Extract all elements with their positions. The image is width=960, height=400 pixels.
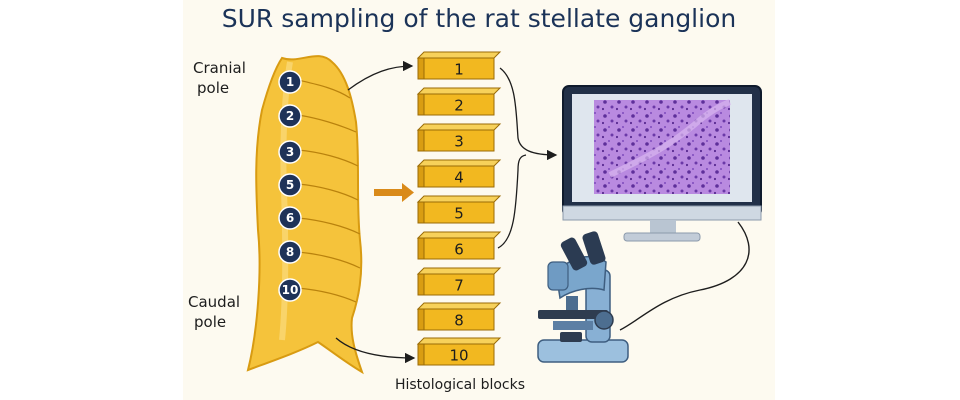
ganglion-marker-1: 1 (278, 70, 302, 94)
ganglion-marker-5: 5 (278, 173, 302, 197)
microscope-monitor-cable (619, 221, 750, 331)
block-label: 3 (454, 133, 464, 151)
block-3: 3 (416, 123, 502, 152)
block-5: 5 (416, 195, 502, 224)
caudal-pole-label-line2: pole (194, 313, 227, 331)
block-label: 5 (454, 205, 464, 223)
arrow-cranial-to-block1 (347, 60, 414, 91)
block-label: 7 (454, 277, 464, 295)
monitor-icon (562, 85, 762, 242)
ganglion-marker-label: 5 (286, 178, 294, 192)
blocks-caption: Histological blocks (394, 377, 526, 393)
microscope-icon (537, 231, 629, 363)
ganglion-marker-label: 1 (286, 75, 294, 89)
ganglion-section-lines (297, 79, 361, 303)
ganglion-to-blocks-arrow (374, 183, 414, 202)
ganglion-marker-label: 6 (286, 211, 294, 225)
ganglion-marker-2: 2 (278, 104, 302, 128)
block-2: 2 (416, 87, 502, 116)
cranial-pole-label-line2: pole (197, 79, 230, 97)
cranial-pole-label-line1: Cranial (193, 59, 246, 77)
ganglion-marker-label: 8 (286, 245, 294, 259)
block-label: 1 (454, 61, 464, 79)
caudal-pole-label: Caudal pole (188, 292, 240, 332)
ganglion-marker-6: 6 (278, 206, 302, 230)
ganglion-marker-label: 3 (286, 145, 294, 159)
diagram-title: SUR sampling of the rat stellate ganglio… (221, 4, 737, 33)
caudal-pole-label-line1: Caudal (188, 293, 241, 311)
block-6: 6 (416, 231, 502, 260)
ganglion-marker-label: 10 (282, 283, 299, 297)
block-7: 7 (416, 267, 502, 296)
ganglion-shape (246, 55, 364, 375)
cranial-pole-label: Cranial pole (193, 58, 246, 98)
ganglion-marker-3: 3 (278, 140, 302, 164)
block-label: 10 (449, 347, 468, 365)
ganglion-marker-label: 2 (286, 109, 294, 123)
ganglion-marker-10: 10 (278, 278, 302, 302)
ganglion-marker-8: 8 (278, 240, 302, 264)
arrow-caudal-to-block10 (335, 337, 416, 364)
block-10: 10 (416, 337, 502, 366)
histological-blocks: 1 2 3 4 5 6 7 8 10 (416, 51, 502, 366)
block-label: 8 (454, 312, 464, 330)
block-label: 4 (454, 169, 464, 187)
block-4: 4 (416, 159, 502, 188)
block-1: 1 (416, 51, 502, 80)
arrow-blocks-to-monitor (499, 67, 558, 161)
bracket-lower-blocks (497, 154, 527, 249)
block-label: 6 (454, 241, 464, 259)
block-label: 2 (454, 97, 464, 115)
ganglion-markers: 1 2 3 5 6 8 10 (278, 70, 302, 302)
block-8: 8 (416, 302, 502, 331)
